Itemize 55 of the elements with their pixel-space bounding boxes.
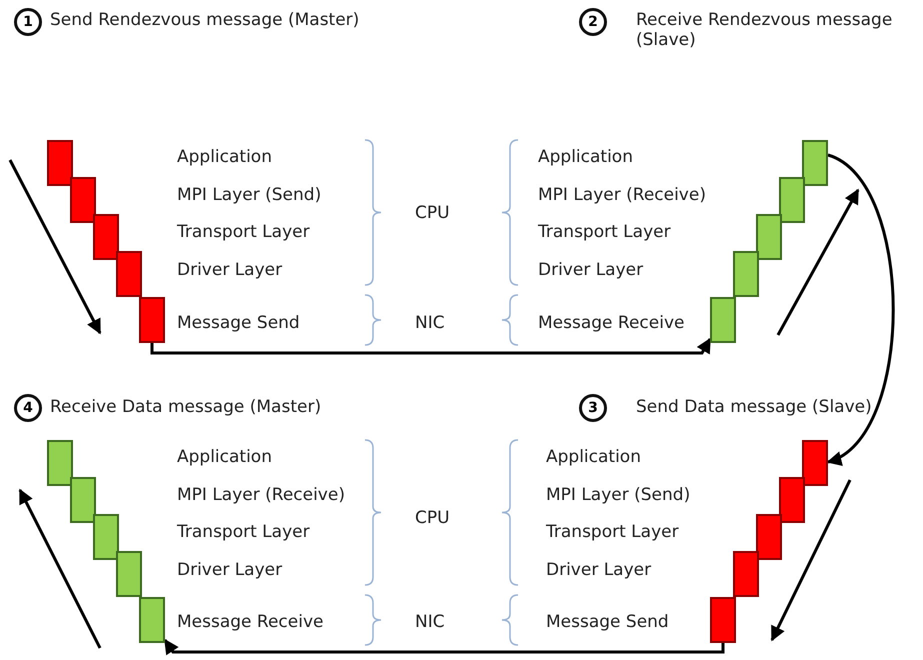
layer-label: Driver Layer bbox=[538, 260, 644, 280]
layer-label: Message Receive bbox=[177, 612, 324, 632]
step-title: Send Rendezvous message (Master) bbox=[50, 10, 360, 30]
layer-block bbox=[802, 140, 828, 186]
layer-block bbox=[139, 297, 165, 343]
layer-label: Driver Layer bbox=[177, 560, 282, 580]
layer-label: Transport Layer bbox=[177, 522, 310, 542]
layer-block bbox=[779, 177, 805, 223]
layer-block bbox=[47, 440, 73, 486]
step-number: 1 bbox=[14, 8, 42, 36]
layer-block bbox=[139, 597, 165, 643]
layer-block bbox=[733, 251, 759, 297]
layer-label: Application bbox=[546, 447, 641, 467]
step-title: Receive Rendezvous message (Slave) bbox=[636, 10, 894, 50]
layer-block bbox=[70, 177, 96, 223]
layer-label: Message Send bbox=[177, 313, 300, 333]
step-number: 3 bbox=[579, 394, 607, 422]
layer-block bbox=[733, 551, 759, 597]
step-title: Receive Data message (Master) bbox=[50, 397, 322, 417]
layer-block bbox=[756, 514, 782, 560]
layer-block bbox=[116, 251, 142, 297]
layer-label: MPI Layer (Receive) bbox=[177, 485, 345, 505]
layer-block bbox=[70, 477, 96, 523]
layer-block bbox=[710, 597, 736, 643]
layer-label: MPI Layer (Send) bbox=[546, 485, 690, 505]
layer-label: Transport Layer bbox=[546, 522, 679, 542]
step-number: 2 bbox=[579, 8, 607, 36]
layer-label: Application bbox=[177, 447, 272, 467]
layer-label: Driver Layer bbox=[177, 260, 282, 280]
layer-label: Message Receive bbox=[538, 313, 684, 333]
step-title: Send Data message (Slave) bbox=[636, 397, 873, 417]
layer-block bbox=[93, 514, 119, 560]
layer-label: Application bbox=[177, 147, 272, 167]
unit-label: CPU bbox=[415, 508, 450, 528]
layer-block bbox=[47, 140, 73, 186]
layer-block bbox=[710, 297, 736, 343]
layer-label: Message Send bbox=[546, 612, 669, 632]
arrow bbox=[826, 154, 895, 464]
layer-label: Application bbox=[538, 147, 633, 167]
layer-label: MPI Layer (Send) bbox=[177, 185, 322, 205]
unit-label: NIC bbox=[415, 313, 445, 333]
layer-block bbox=[93, 214, 119, 260]
step-number: 4 bbox=[14, 394, 42, 422]
layer-label: Transport Layer bbox=[177, 222, 310, 242]
layer-block bbox=[802, 440, 828, 486]
arrow bbox=[150, 338, 712, 354]
layer-block bbox=[756, 214, 782, 260]
layer-label: Transport Layer bbox=[538, 222, 671, 242]
unit-label: CPU bbox=[415, 203, 450, 223]
layer-label: Driver Layer bbox=[546, 560, 652, 580]
arrow bbox=[164, 638, 724, 656]
layer-block bbox=[779, 477, 805, 523]
unit-label: NIC bbox=[415, 612, 445, 632]
layer-block bbox=[116, 551, 142, 597]
layer-label: MPI Layer (Receive) bbox=[538, 185, 706, 205]
